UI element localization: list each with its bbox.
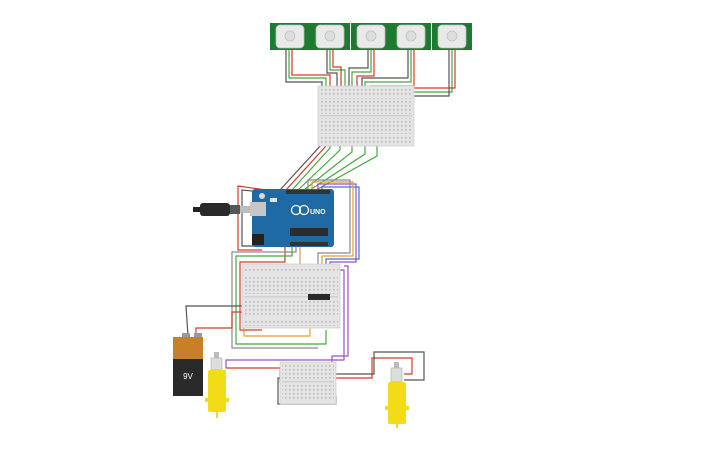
pir-lens <box>446 30 458 42</box>
terminal-strip-top <box>320 98 412 114</box>
arduino-brand-label: UNO <box>310 209 326 216</box>
atmega-chip <box>290 228 328 236</box>
pir-lens <box>405 30 417 42</box>
usb-port <box>250 202 266 216</box>
motor-gearbox <box>208 370 226 412</box>
breadboard-small[interactable] <box>279 361 337 405</box>
battery-top <box>173 337 203 359</box>
dc-motor-left[interactable] <box>205 352 229 418</box>
pir-lens <box>284 30 296 42</box>
center-channel <box>244 296 338 298</box>
reset-button[interactable] <box>259 193 265 199</box>
motor-mount <box>205 398 229 402</box>
terminal-strip-bottom <box>282 385 334 401</box>
pir-sensor-2[interactable] <box>310 23 350 50</box>
wire-motor-right-black <box>326 351 425 381</box>
center-channel <box>282 381 334 383</box>
breadboard-middle[interactable] <box>241 263 341 329</box>
pir-sensor-5[interactable] <box>432 23 472 50</box>
dc-motor-right[interactable] <box>385 362 409 428</box>
wire-mid-small-purple2 <box>225 269 345 368</box>
battery-body <box>173 359 203 396</box>
arduino-uno[interactable]: UNO <box>250 189 334 247</box>
battery-9v[interactable]: 9V <box>173 333 203 396</box>
battery-terminal-neg <box>182 333 190 338</box>
center-channel <box>320 115 412 117</box>
wire-arduino-mid-red <box>239 247 286 331</box>
power-rail-bottom <box>320 137 412 143</box>
motor-shaft <box>214 352 219 358</box>
pir-lens <box>365 30 377 42</box>
analog-header <box>290 242 328 246</box>
usb-cable <box>193 203 250 216</box>
terminal-strip-top <box>244 276 338 294</box>
pir-sensor-row <box>270 23 472 50</box>
pir-sensor-1[interactable] <box>270 23 310 50</box>
wire-arduino-orange <box>311 181 354 272</box>
wire-arduino-gnd-loop <box>241 189 263 247</box>
arduino-logo-icon <box>290 204 302 216</box>
motor-can <box>390 367 403 383</box>
motor-shaft <box>394 362 399 368</box>
pir-sensor-4[interactable] <box>391 23 431 50</box>
pir-sensor-3[interactable] <box>351 23 391 50</box>
wire-arduino-blue <box>321 186 360 272</box>
wire-arduino-mid-green <box>235 247 327 345</box>
motor-can <box>210 357 223 371</box>
status-led <box>270 198 277 202</box>
wire-arduino-mid-gray <box>231 247 318 349</box>
terminal-strip-top <box>282 365 334 379</box>
terminal-strip-bottom <box>244 299 338 317</box>
digital-header <box>286 190 330 194</box>
wire-motor-right-red <box>330 357 413 379</box>
power-rail-top <box>244 267 338 273</box>
battery-label: 9V <box>183 372 193 381</box>
wire-mid-small-purple <box>331 265 349 364</box>
wire-arduino-5v-loop <box>237 185 267 251</box>
wire-battery-pos <box>195 311 248 336</box>
wire-motor-left-red <box>226 367 286 383</box>
motor-gearbox <box>388 382 406 424</box>
motor-driver-ic <box>308 294 330 300</box>
breadboard-top[interactable] <box>317 85 415 147</box>
power-rail-bottom <box>244 320 338 326</box>
power-rail-top <box>320 89 412 95</box>
wire-arduino-gray <box>307 179 351 272</box>
motor-mount <box>385 406 409 410</box>
arduino-logo-icon-2 <box>298 204 310 216</box>
battery-terminal-pos <box>194 333 202 338</box>
terminal-strip-bottom <box>320 118 412 134</box>
power-jack <box>252 234 264 245</box>
pir-lens <box>324 30 336 42</box>
